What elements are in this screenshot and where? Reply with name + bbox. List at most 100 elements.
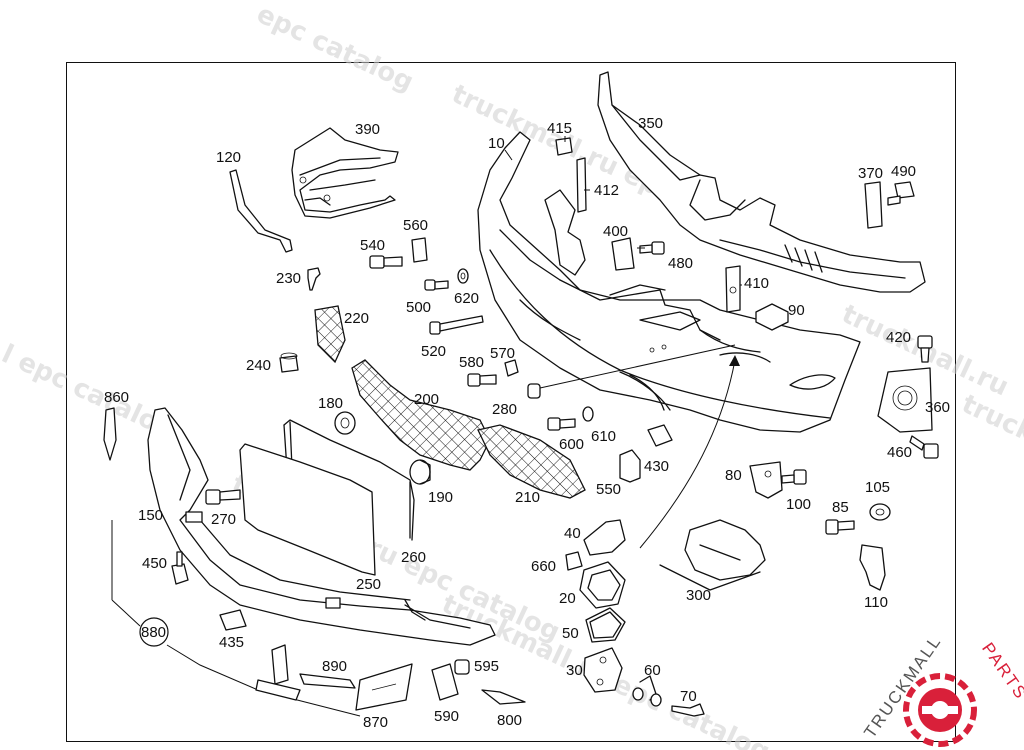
bracket-560[interactable] xyxy=(411,237,428,263)
strip-880[interactable] xyxy=(255,644,301,701)
callout-540: 540 xyxy=(360,237,385,254)
plate-410[interactable] xyxy=(725,265,741,313)
callout-90: 90 xyxy=(788,302,805,319)
callout-240: 240 xyxy=(246,357,271,374)
bracket-370[interactable] xyxy=(864,181,883,229)
bracket-590[interactable] xyxy=(431,663,459,701)
callout-880: 880 xyxy=(141,624,166,641)
bracket-300[interactable] xyxy=(659,519,766,591)
clip-660[interactable] xyxy=(565,551,583,571)
strip-800[interactable] xyxy=(481,689,526,705)
callout-390: 390 xyxy=(355,121,380,138)
bolt-420[interactable] xyxy=(917,335,933,363)
grommet-180[interactable] xyxy=(334,411,356,435)
callout-595: 595 xyxy=(474,658,499,675)
callout-180: 180 xyxy=(318,395,343,412)
callout-100: 100 xyxy=(786,496,811,513)
housing-30[interactable] xyxy=(583,647,623,693)
cover-40[interactable] xyxy=(583,519,626,556)
bracket-110[interactable] xyxy=(859,544,886,591)
callout-415: 415 xyxy=(547,120,572,137)
callout-10: 10 xyxy=(488,135,505,152)
callout-520: 520 xyxy=(421,343,446,360)
callout-60: 60 xyxy=(644,662,661,679)
strip-890[interactable] xyxy=(299,673,356,689)
plug-190[interactable] xyxy=(409,459,431,485)
bolt-85[interactable] xyxy=(825,519,855,535)
callout-490: 490 xyxy=(891,163,916,180)
grille-insert-220[interactable] xyxy=(314,305,346,364)
callout-800: 800 xyxy=(497,712,522,729)
callout-430: 430 xyxy=(644,458,669,475)
bolt-500[interactable] xyxy=(424,279,449,291)
seal-50[interactable] xyxy=(585,607,626,643)
spacer-280[interactable] xyxy=(527,383,541,399)
callout-190: 190 xyxy=(428,489,453,506)
callout-260: 260 xyxy=(401,549,426,566)
bolt-480[interactable] xyxy=(639,241,665,255)
plate-360[interactable] xyxy=(877,367,933,433)
plate-870[interactable] xyxy=(355,663,413,711)
bolt-600[interactable] xyxy=(547,417,576,431)
bracket-550[interactable] xyxy=(619,449,641,483)
callout-420: 420 xyxy=(886,329,911,346)
washer-105[interactable] xyxy=(869,503,891,521)
bolt-580[interactable] xyxy=(467,373,497,387)
screw-70[interactable] xyxy=(671,703,705,717)
bolt-270[interactable] xyxy=(205,489,241,505)
callout-150: 150 xyxy=(138,507,163,524)
callout-85: 85 xyxy=(832,499,849,516)
bracket-80[interactable] xyxy=(749,461,783,499)
watermark-text: truckmall.ru e xyxy=(957,389,1024,504)
strip-860[interactable] xyxy=(103,407,117,461)
callout-20: 20 xyxy=(559,590,576,607)
callout-210: 210 xyxy=(515,489,540,506)
frame-20[interactable] xyxy=(579,561,626,609)
callout-230: 230 xyxy=(276,270,301,287)
grille-mesh-200[interactable] xyxy=(351,359,491,471)
screw-230[interactable] xyxy=(307,267,321,291)
clip-240[interactable] xyxy=(279,352,299,373)
bolt-100[interactable] xyxy=(781,469,807,485)
washer-620[interactable] xyxy=(457,268,469,284)
callout-570: 570 xyxy=(490,345,515,362)
panel-250[interactable] xyxy=(239,443,376,576)
bolt-460[interactable] xyxy=(909,435,939,459)
washer-610[interactable] xyxy=(582,406,594,422)
bumper-bracket-part[interactable] xyxy=(597,71,926,293)
clip-60[interactable] xyxy=(632,675,662,707)
callout-110: 110 xyxy=(864,594,888,611)
bolt-540[interactable] xyxy=(369,255,403,269)
bolt-520[interactable] xyxy=(429,315,484,335)
grille-mesh-210[interactable] xyxy=(477,424,586,499)
callout-370: 370 xyxy=(858,165,883,182)
clip-430[interactable] xyxy=(647,424,673,447)
lower-bumper-150[interactable] xyxy=(147,407,496,646)
support-bracket-390[interactable] xyxy=(291,127,399,219)
callout-50: 50 xyxy=(562,625,579,642)
diagram-frame xyxy=(66,62,956,742)
gear-logo-icon xyxy=(903,673,977,747)
callout-280: 280 xyxy=(492,401,517,418)
callout-350: 350 xyxy=(638,115,663,132)
trim-strip-120[interactable] xyxy=(229,169,293,253)
watermark-text: epc catalog xyxy=(252,0,418,98)
nut-415[interactable] xyxy=(555,137,573,156)
callout-660: 660 xyxy=(531,558,556,575)
callout-40: 40 xyxy=(564,525,581,542)
plug-595[interactable] xyxy=(454,659,470,675)
nut-570[interactable] xyxy=(504,359,519,377)
pad-90[interactable] xyxy=(755,303,789,331)
callout-circle-880 xyxy=(139,617,169,647)
callout-590: 590 xyxy=(434,708,459,725)
brand-text-accent: PARTS xyxy=(978,639,1024,703)
callout-labels: 10 20 30 40 50 60 70 80 85 90 100 105 11… xyxy=(104,115,950,731)
bolt-490[interactable] xyxy=(887,181,915,206)
bracket-400[interactable] xyxy=(611,237,635,271)
clip-435[interactable] xyxy=(219,609,247,631)
bolt-450[interactable] xyxy=(171,551,189,585)
callout-560: 560 xyxy=(403,217,428,234)
plate-412[interactable] xyxy=(576,157,587,213)
callout-860: 860 xyxy=(104,389,129,406)
